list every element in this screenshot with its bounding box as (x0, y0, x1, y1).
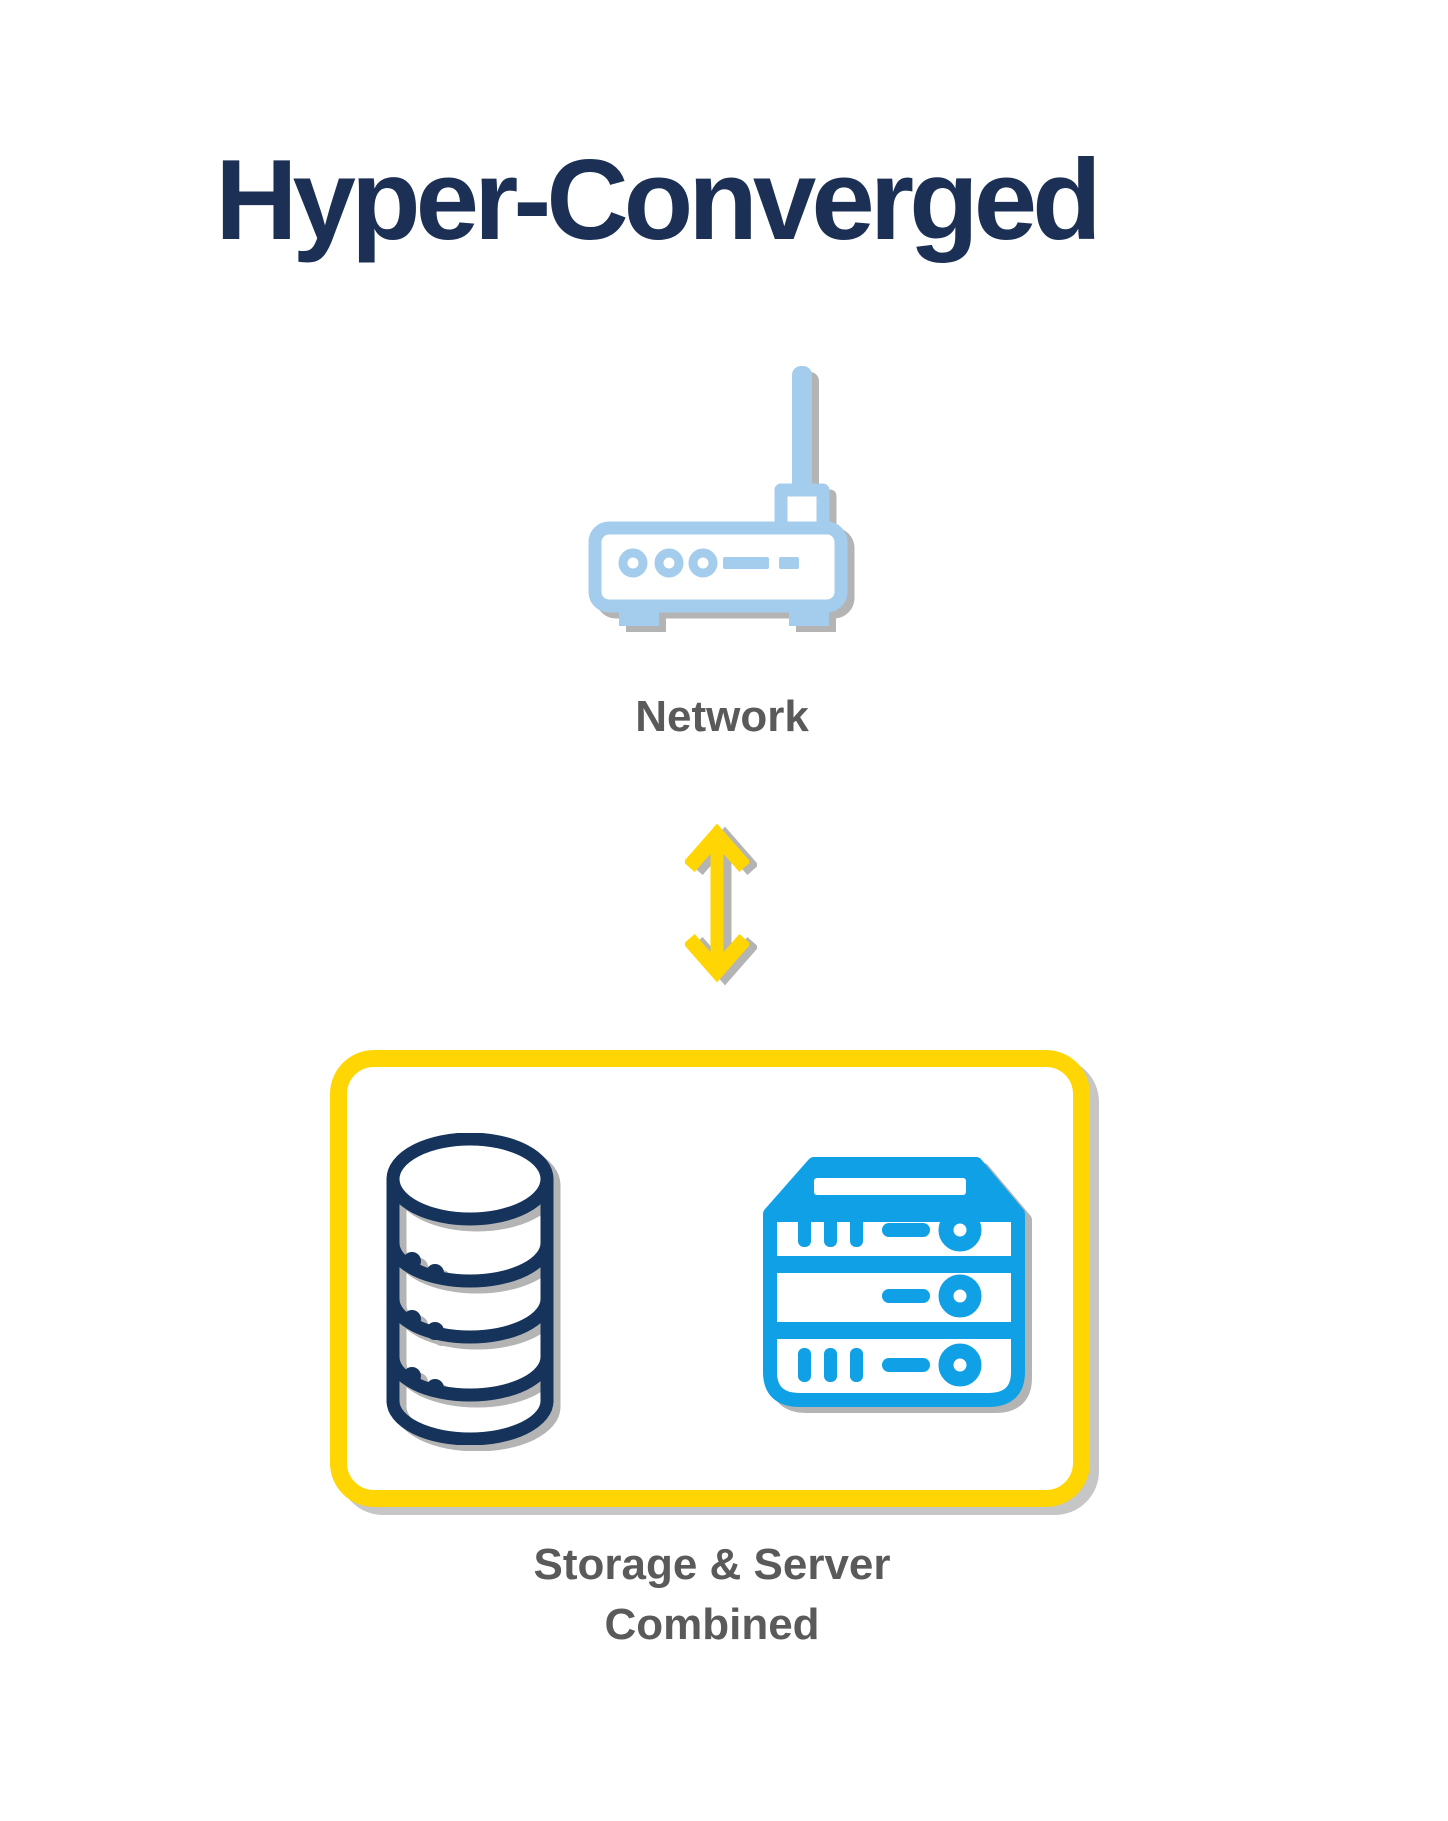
cylinder-top (386, 1133, 554, 1226)
disk-dot (403, 1252, 421, 1270)
bidirectional-arrow-icon (685, 823, 749, 983)
storage-database-icon (386, 1133, 554, 1445)
drive-knob (938, 1274, 982, 1318)
drive-dash (882, 1223, 930, 1237)
vent-bar (850, 1213, 863, 1247)
arrow-head-down (685, 934, 749, 983)
combined-label-line1: Storage & Server (533, 1540, 891, 1589)
tier-arc (386, 1292, 554, 1344)
router-body (588, 521, 848, 613)
vent-bar (798, 1213, 811, 1247)
tier-arc (386, 1236, 554, 1288)
combined-label: Storage & Server Combined (412, 1535, 1012, 1655)
vent-bar (850, 1348, 863, 1382)
router-foot-right (789, 606, 829, 626)
led-light (688, 548, 718, 578)
disk-dot (403, 1310, 421, 1328)
antenna-rod (792, 366, 812, 492)
drive-dash (882, 1289, 930, 1303)
server-top-slot (814, 1178, 966, 1195)
drive-knob (938, 1208, 982, 1252)
cylinder-bottom (386, 1394, 554, 1445)
port-dash (779, 557, 799, 569)
combined-label-line2: Combined (604, 1600, 820, 1649)
led-light (618, 548, 648, 578)
vent-bar (798, 1348, 811, 1382)
disk-dot (426, 1322, 444, 1340)
router-foot-left (619, 606, 659, 626)
network-label: Network (635, 692, 809, 741)
disk-dot (426, 1264, 444, 1282)
disk-dot (403, 1367, 421, 1385)
vent-bar (824, 1348, 837, 1382)
server-rack-icon (763, 1157, 1025, 1407)
rack-separator (770, 1322, 1018, 1339)
arrow-head-up (685, 823, 749, 872)
port-dash (723, 557, 769, 569)
wireless-router-icon (588, 366, 848, 626)
vent-bar (824, 1213, 837, 1247)
drive-knob (938, 1343, 982, 1387)
disk-dot (426, 1379, 444, 1397)
rack-separator (770, 1256, 1018, 1273)
diagram-title: Hyper-Converged (215, 137, 1102, 264)
led-light (654, 548, 684, 578)
tier-arc (386, 1350, 554, 1402)
drive-dash (882, 1358, 930, 1372)
